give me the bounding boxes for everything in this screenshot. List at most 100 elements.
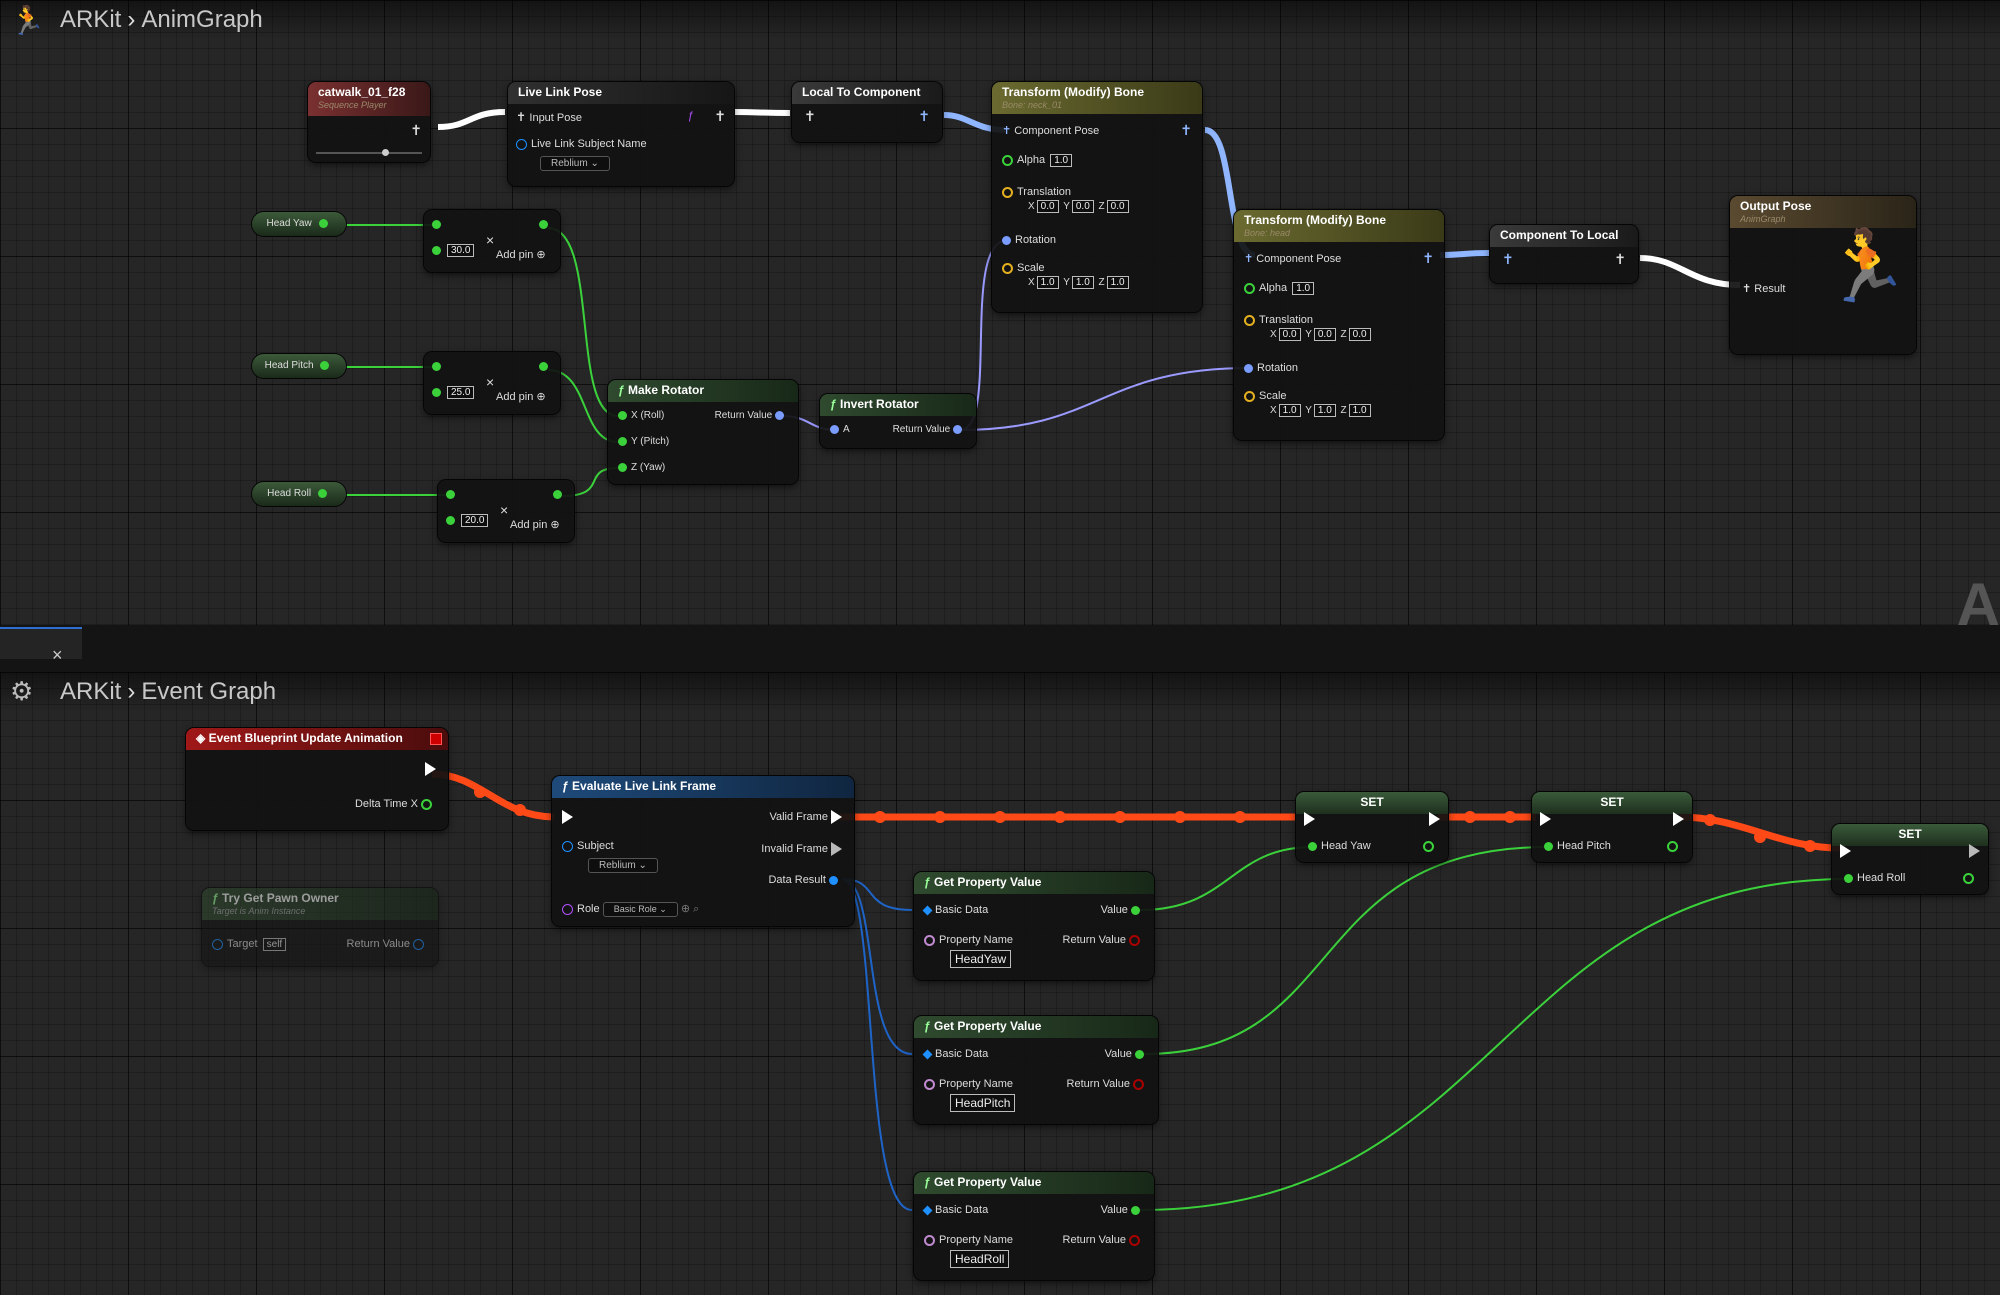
set-head-yaw-node[interactable]: SET Head Yaw xyxy=(1296,792,1448,862)
property-name-input[interactable]: HeadRoll xyxy=(948,1250,1011,1268)
property-name-input[interactable]: HeadPitch xyxy=(948,1094,1017,1112)
property-name-pin[interactable]: Property Name xyxy=(924,934,1013,946)
pose-input-icon[interactable]: ✝ xyxy=(1502,251,1514,267)
value-output-pin[interactable]: Value xyxy=(1101,1204,1144,1216)
multiply-node-pitch[interactable]: 25.0 × Add pin ⊕ xyxy=(424,352,560,414)
property-name-pin[interactable]: Property Name xyxy=(924,1234,1013,1246)
multiply-value[interactable]: 20.0 xyxy=(446,514,490,527)
invert-return-pin[interactable]: Return Value xyxy=(893,424,966,435)
get-property-headroll-node[interactable]: ƒ Get Property Value Basic Data Value Pr… xyxy=(914,1172,1154,1280)
rotator-x-pin[interactable]: X (Roll) xyxy=(618,410,664,421)
close-tab-icon[interactable]: × xyxy=(52,645,63,665)
get-property-headyaw-node[interactable]: ƒ Get Property Value Basic Data Value Pr… xyxy=(914,872,1154,980)
invert-a-pin[interactable]: A xyxy=(830,424,850,435)
update-animation-event-node[interactable]: ◈ Event Blueprint Update Animation Delta… xyxy=(186,728,448,830)
add-pin-button[interactable]: Add pin ⊕ xyxy=(510,519,560,531)
target-pin[interactable]: Target self xyxy=(212,938,288,951)
breadcrumb-root[interactable]: ARKit xyxy=(60,6,122,33)
exec-input-pin[interactable] xyxy=(1840,844,1851,858)
valid-frame-pin[interactable]: Valid Frame xyxy=(769,810,842,824)
return-value-pin[interactable]: Return Value xyxy=(1063,1234,1144,1246)
pose-output-icon[interactable]: ✝ xyxy=(1614,251,1626,267)
delta-time-pin[interactable]: Delta Time X xyxy=(355,798,436,810)
value-output-pin[interactable]: Value xyxy=(1101,904,1144,916)
pawn-return-pin[interactable]: Return Value xyxy=(347,938,428,950)
set-output-pin[interactable] xyxy=(1963,872,1978,884)
return-value-pin[interactable]: Return Value xyxy=(1063,934,1144,946)
get-property-headpitch-node[interactable]: ƒ Get Property Value Basic Data Value Pr… xyxy=(914,1016,1158,1124)
data-result-pin[interactable]: Data Result xyxy=(768,874,842,886)
rotator-return-pin[interactable]: Return Value xyxy=(715,410,788,421)
property-name-input[interactable]: HeadYaw xyxy=(948,950,1013,968)
subject-dropdown[interactable]: Reblium ⌄ xyxy=(540,156,610,171)
search-icon[interactable]: ⊕ ⌕ xyxy=(680,903,700,915)
subject-pin[interactable]: Subject xyxy=(562,840,614,852)
component-pose-pin[interactable]: ✝ Component Pose xyxy=(1002,125,1100,137)
exec-output-pin[interactable] xyxy=(1429,812,1440,826)
playback-slider[interactable] xyxy=(316,149,422,156)
rotator-z-pin[interactable]: Z (Yaw) xyxy=(618,462,665,473)
multiply-output[interactable] xyxy=(553,488,566,500)
exec-output-pin[interactable] xyxy=(425,762,436,776)
head-yaw-getter[interactable]: Head Yaw xyxy=(252,212,346,236)
result-pin[interactable]: ✝ Result xyxy=(1742,283,1786,295)
live-link-pose-node[interactable]: Live Link Pose ✝ Input Pose ✝ ƒ Live Lin… xyxy=(508,82,734,186)
make-rotator-node[interactable]: ƒ Make Rotator X (Roll) Y (Pitch) Z (Yaw… xyxy=(608,380,798,484)
pose-output-icon[interactable]: ✝ xyxy=(410,122,422,138)
multiply-value[interactable]: 30.0 xyxy=(432,244,476,257)
translation-pin[interactable]: Translation xyxy=(1002,186,1071,198)
event-graph-panel[interactable]: ⚙ ARKit›Event Graph ◈ Event Blueprint Up… xyxy=(0,672,2000,1295)
invert-rotator-node[interactable]: ƒ Invert Rotator A Return Value xyxy=(820,394,976,448)
scale-pin[interactable]: Scale xyxy=(1244,390,1287,402)
role-pin[interactable]: Role Basic Role ⌄ ⊕ ⌕ xyxy=(562,902,699,917)
pose-output-icon[interactable]: ✝ xyxy=(1180,122,1192,138)
multiply-output[interactable] xyxy=(539,218,552,230)
add-pin-button[interactable]: Add pin ⊕ xyxy=(496,249,546,261)
event-graph-tab[interactable] xyxy=(0,627,82,659)
pose-output-icon[interactable]: ✝ xyxy=(918,108,930,124)
multiply-input-a[interactable] xyxy=(432,218,445,230)
basic-data-pin[interactable]: Basic Data xyxy=(922,1048,988,1060)
multiply-input-a[interactable] xyxy=(432,360,445,372)
set-head-pitch-node[interactable]: SET Head Pitch xyxy=(1532,792,1692,862)
exec-input-pin[interactable] xyxy=(1540,812,1551,826)
subject-name-pin[interactable]: Live Link Subject Name xyxy=(516,138,647,150)
return-value-pin[interactable]: Return Value xyxy=(1067,1078,1148,1090)
exec-input-pin[interactable] xyxy=(1304,812,1315,826)
set-output-pin[interactable] xyxy=(1667,840,1682,852)
alpha-pin[interactable]: Alpha 1.0 xyxy=(1002,154,1074,167)
scale-pin[interactable]: Scale xyxy=(1002,262,1045,274)
subject-dropdown[interactable]: Reblium ⌄ xyxy=(588,858,658,873)
exec-output-pin[interactable] xyxy=(1969,844,1980,858)
input-pose-pin[interactable]: ✝ Input Pose xyxy=(516,110,582,124)
set-var-pin[interactable]: Head Pitch xyxy=(1544,840,1611,852)
invalid-frame-pin[interactable]: Invalid Frame xyxy=(761,842,842,856)
basic-data-pin[interactable]: Basic Data xyxy=(922,904,988,916)
pose-output-icon[interactable]: ✝ xyxy=(714,108,726,124)
set-var-pin[interactable]: Head Roll xyxy=(1844,872,1905,884)
rotator-y-pin[interactable]: Y (Pitch) xyxy=(618,436,669,447)
multiply-input-a[interactable] xyxy=(446,488,459,500)
multiply-node-roll[interactable]: 20.0 × Add pin ⊕ xyxy=(438,480,574,542)
pose-input-icon[interactable]: ✝ xyxy=(804,108,816,124)
set-var-pin[interactable]: Head Yaw xyxy=(1308,840,1371,852)
multiply-node-yaw[interactable]: 30.0 × Add pin ⊕ xyxy=(424,210,560,272)
translation-pin[interactable]: Translation xyxy=(1244,314,1313,326)
component-to-local-node[interactable]: Component To Local ✝ ✝ xyxy=(1490,225,1638,283)
alpha-pin[interactable]: Alpha 1.0 xyxy=(1244,282,1316,295)
rotation-pin[interactable]: Rotation xyxy=(1244,362,1298,374)
add-pin-button[interactable]: Add pin ⊕ xyxy=(496,391,546,403)
multiply-output[interactable] xyxy=(539,360,552,372)
set-head-roll-node[interactable]: SET Head Roll xyxy=(1832,824,1988,894)
exec-output-pin[interactable] xyxy=(1673,812,1684,826)
basic-data-pin[interactable]: Basic Data xyxy=(922,1204,988,1216)
head-pitch-getter[interactable]: Head Pitch xyxy=(252,354,346,378)
